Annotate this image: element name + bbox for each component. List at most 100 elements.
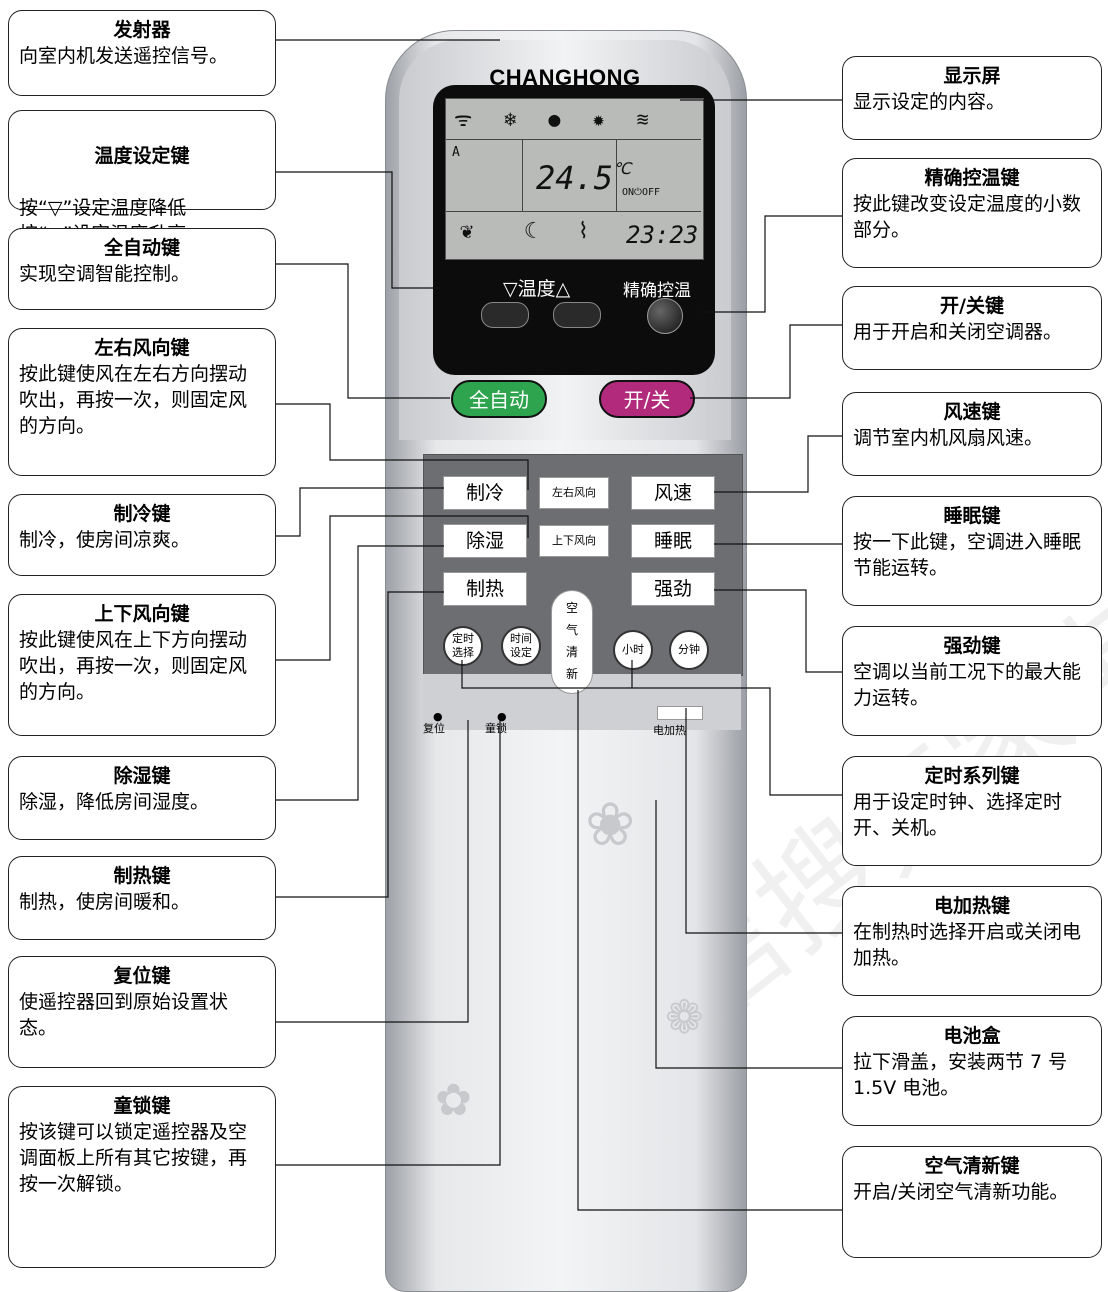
callout-desc: 使遥控器回到原始设置状态。 <box>19 991 229 1039</box>
callout-power: 开/关键 用于开启和关闭空调器。 <box>842 286 1102 370</box>
callout-desc: 实现空调智能控制。 <box>19 263 191 285</box>
remote-control: CHANGHONG ᯤ ❄ ● ✹ ≋ A 24.5℃ ON⏻OFF ❦ ☾ ⌇… <box>385 30 747 1292</box>
callout-title: 除湿键 <box>113 765 171 787</box>
precise-temp-button[interactable] <box>647 298 683 334</box>
minute-button[interactable]: 分钟 <box>669 630 709 670</box>
callout-desc: 按此键使风在左右方向摆动吹出，再按一次，则固定风的方向。 <box>19 363 248 437</box>
callout-eheat: 电加热键 在制热时选择开启或关闭电加热。 <box>842 886 1102 996</box>
reset-label: 复位 <box>423 722 445 735</box>
temp-down-button[interactable] <box>481 302 529 328</box>
ud-wind-button[interactable]: 上下风向 <box>539 525 609 557</box>
callout-desc: 按该键可以锁定遥控器及空调面板上所有其它按键，再按一次解锁。 <box>19 1121 248 1195</box>
fan-speed-button[interactable]: 风速 <box>631 476 715 510</box>
callout-title: 睡眠键 <box>943 505 1001 527</box>
callout-title: 全自动键 <box>103 237 180 259</box>
leaf-icon: ❦ <box>460 219 474 244</box>
callout-title: 发射器 <box>113 19 171 41</box>
lr-wind-button[interactable]: 左右风向 <box>539 477 609 509</box>
callout-desc: 除湿，降低房间湿度。 <box>19 791 210 813</box>
power-button[interactable]: 开/关 <box>599 380 695 418</box>
clock-readout: 23:23 <box>626 221 699 249</box>
line-dehumid <box>275 545 444 801</box>
callout-desc: 用于设定时钟、选择定时开、关机。 <box>853 791 1063 839</box>
callout-lr: 左右风向键 按此键使风在左右方向摆动吹出，再按一次，则固定风的方向。 <box>8 328 276 476</box>
lotus-decoration: ❀ <box>585 790 636 860</box>
callout-desc: 用于开启和关闭空调器。 <box>853 321 1063 343</box>
callout-title: 童锁键 <box>113 1095 171 1117</box>
callout-reset: 复位键 使遥控器回到原始设置状态。 <box>8 956 276 1068</box>
callout-title: 制热键 <box>113 865 171 887</box>
callout-ud: 上下风向键 按此键使风在上下方向摆动吹出，再按一次，则固定风的方向。 <box>8 594 276 736</box>
mode-icons: ᯤ ❄ ● ✹ ≋ <box>454 107 659 131</box>
line-temp <box>275 171 440 289</box>
turbo-button[interactable]: 强劲 <box>631 572 715 606</box>
callout-dehumid: 除湿键 除湿，降低房间湿度。 <box>8 756 276 840</box>
callout-desc: 空调以当前工况下的最大能力运转。 <box>853 661 1082 709</box>
lotus-decoration-2: ❁ <box>665 990 704 1044</box>
callout-battery: 电池盒 拉下滑盖，安装两节 7 号 1.5V 电池。 <box>842 1016 1102 1126</box>
line-power <box>690 324 843 399</box>
temp-up-button[interactable] <box>553 302 601 328</box>
line-fan <box>714 435 843 493</box>
callout-desc: 拉下滑盖，安装两节 7 号 1.5V 电池。 <box>853 1051 1068 1099</box>
hour-button[interactable]: 小时 <box>613 630 653 670</box>
temperature-value: 24.5 <box>536 159 614 197</box>
callout-desc: 开启/关闭空气清新功能。 <box>853 1181 1069 1203</box>
callout-title: 开/关键 <box>940 295 1004 317</box>
callout-childlock: 童锁键 按该键可以锁定遥控器及空调面板上所有其它按键，再按一次解锁。 <box>8 1086 276 1268</box>
callout-desc: 按此键使风在上下方向摆动吹出，再按一次，则固定风的方向。 <box>19 629 248 703</box>
flower-decoration: ✿ <box>435 1075 472 1126</box>
callout-title: 风速键 <box>943 401 1001 423</box>
precise-label: 精确控温 <box>623 281 691 301</box>
timer-select-button[interactable]: 定时 选择 <box>443 626 483 666</box>
dehumid-button[interactable]: 除湿 <box>443 524 527 558</box>
air-clean-button[interactable]: 空 气 清 新 <box>551 590 593 694</box>
callout-heat: 制热键 制热，使房间暖和。 <box>8 856 276 940</box>
callout-display: 显示屏 显示设定的内容。 <box>842 56 1102 140</box>
eheat-button[interactable] <box>657 706 703 720</box>
line-timer <box>461 660 843 796</box>
fan-mode-label: A <box>452 145 460 160</box>
callout-auto: 全自动键 实现空调智能控制。 <box>8 228 276 310</box>
temperature-readout: 24.5℃ <box>536 159 631 197</box>
callout-title: 温度设定键 <box>94 145 190 167</box>
line-turbo <box>714 589 843 673</box>
callout-title: 左右风向键 <box>94 337 190 359</box>
callout-title: 显示屏 <box>943 65 1001 87</box>
callout-title: 上下风向键 <box>94 603 190 625</box>
childlock-hole[interactable]: ● <box>497 710 507 723</box>
cool-button[interactable]: 制冷 <box>443 476 527 510</box>
heat-button[interactable]: 制热 <box>443 572 527 606</box>
callout-title: 空气清新键 <box>924 1155 1020 1177</box>
temperature-unit: ℃ <box>613 159 632 178</box>
callout-desc: 向室内机发送遥控信号。 <box>19 45 229 67</box>
sleep-button[interactable]: 睡眠 <box>631 524 715 558</box>
callout-title: 电加热键 <box>933 895 1010 917</box>
time-set-button[interactable]: 时间 设定 <box>501 626 541 666</box>
eheat-label: 电加热 <box>653 724 686 737</box>
line-lr <box>275 403 529 490</box>
reset-hole[interactable]: ● <box>433 710 443 723</box>
callout-emitter: 发射器 向室内机发送遥控信号。 <box>8 10 276 96</box>
callout-sleep: 睡眠键 按一下此键，空调进入睡眠节能运转。 <box>842 496 1102 606</box>
callout-title: 强劲键 <box>943 635 1001 657</box>
callout-timer: 定时系列键 用于设定时钟、选择定时开、关机。 <box>842 756 1102 866</box>
callout-desc: 按一下此键，空调进入睡眠节能运转。 <box>853 531 1082 579</box>
line-ud <box>275 515 529 661</box>
line-battery <box>655 800 843 1069</box>
line-reset <box>275 720 469 1023</box>
callout-title: 精确控温键 <box>924 167 1020 189</box>
callout-title: 复位键 <box>113 965 171 987</box>
auto-button[interactable]: 全自动 <box>451 380 547 418</box>
callout-desc: 显示设定的内容。 <box>853 91 1006 113</box>
callout-desc: 制冷，使房间凉爽。 <box>19 529 191 551</box>
line-cool <box>275 487 444 537</box>
thermometer-icon: ⌇ <box>578 219 589 244</box>
callout-desc: 调节室内机风扇风速。 <box>853 427 1044 449</box>
callout-desc: 在制热时选择开启或关闭电加热。 <box>853 921 1082 969</box>
callout-temp: 温度设定键 按“▽”设定温度降低 按“△”设定温度升高 <box>8 110 276 245</box>
temp-keys-label: ▽温度△ <box>503 278 571 300</box>
line-precise <box>700 215 843 313</box>
sleep-moon-icon: ☾ <box>524 219 538 244</box>
